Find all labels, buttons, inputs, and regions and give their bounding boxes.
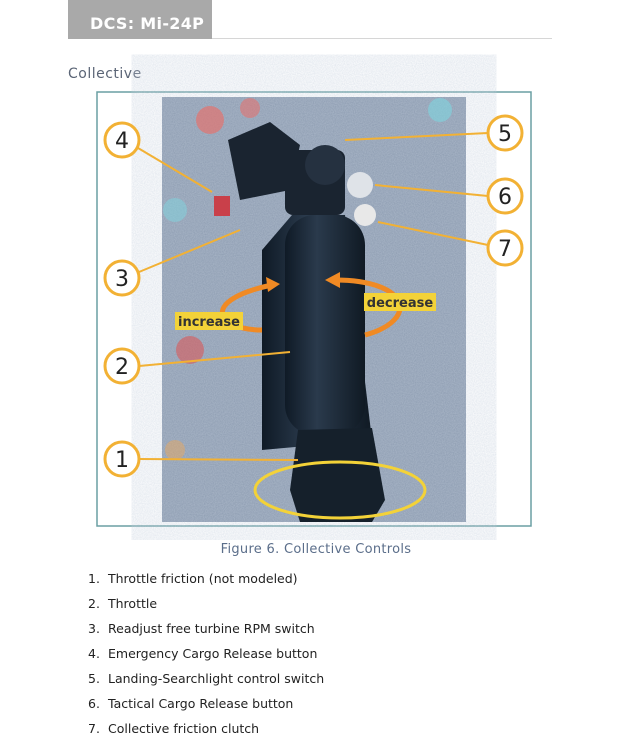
callout-4: 4 <box>103 121 141 159</box>
list-item: 1.Throttle friction (not modeled) <box>88 571 298 586</box>
svg-text:4: 4 <box>115 129 129 154</box>
callout-6: 6 <box>486 177 524 215</box>
figure-caption: Figure 6. Collective Controls <box>220 542 412 557</box>
list-item: 6.Tactical Cargo Release button <box>88 696 294 711</box>
header-tab: DCS: Mi-24P <box>68 0 212 39</box>
list-item: 3.Readjust free turbine RPM switch <box>88 621 315 636</box>
collective-figure: increase decrease 1 2 3 4 5 6 7 <box>96 91 532 527</box>
section-title: Collective <box>68 66 142 82</box>
increase-label: increase <box>178 315 240 330</box>
svg-text:3: 3 <box>115 267 129 292</box>
callout-3: 3 <box>103 259 141 297</box>
controls-list: 1.Throttle friction (not modeled) 2.Thro… <box>88 570 324 745</box>
callout-2: 2 <box>103 347 141 385</box>
list-item: 5.Landing-Searchlight control switch <box>88 671 325 686</box>
decrease-label-bg <box>364 293 436 311</box>
callout-5: 5 <box>486 114 524 152</box>
callout-1: 1 <box>103 440 141 478</box>
callout-leaders <box>137 132 489 461</box>
svg-text:2: 2 <box>115 355 129 380</box>
document-title: DCS: Mi-24P <box>90 14 205 33</box>
svg-text:6: 6 <box>498 185 512 210</box>
increase-label-bg <box>175 312 243 330</box>
svg-text:7: 7 <box>498 237 512 262</box>
list-item: 7.Collective friction clutch <box>88 721 260 736</box>
callouts: 1 2 3 4 5 6 7 <box>103 114 524 478</box>
svg-text:5: 5 <box>498 122 512 147</box>
callout-7: 7 <box>486 229 524 267</box>
list-item: 4.Emergency Cargo Release button <box>88 646 318 661</box>
svg-text:1: 1 <box>115 448 129 473</box>
header-divider <box>212 38 552 39</box>
decrease-label: decrease <box>367 296 434 311</box>
friction-ring-arrow <box>253 460 427 520</box>
list-item: 2.Throttle <box>88 596 158 611</box>
